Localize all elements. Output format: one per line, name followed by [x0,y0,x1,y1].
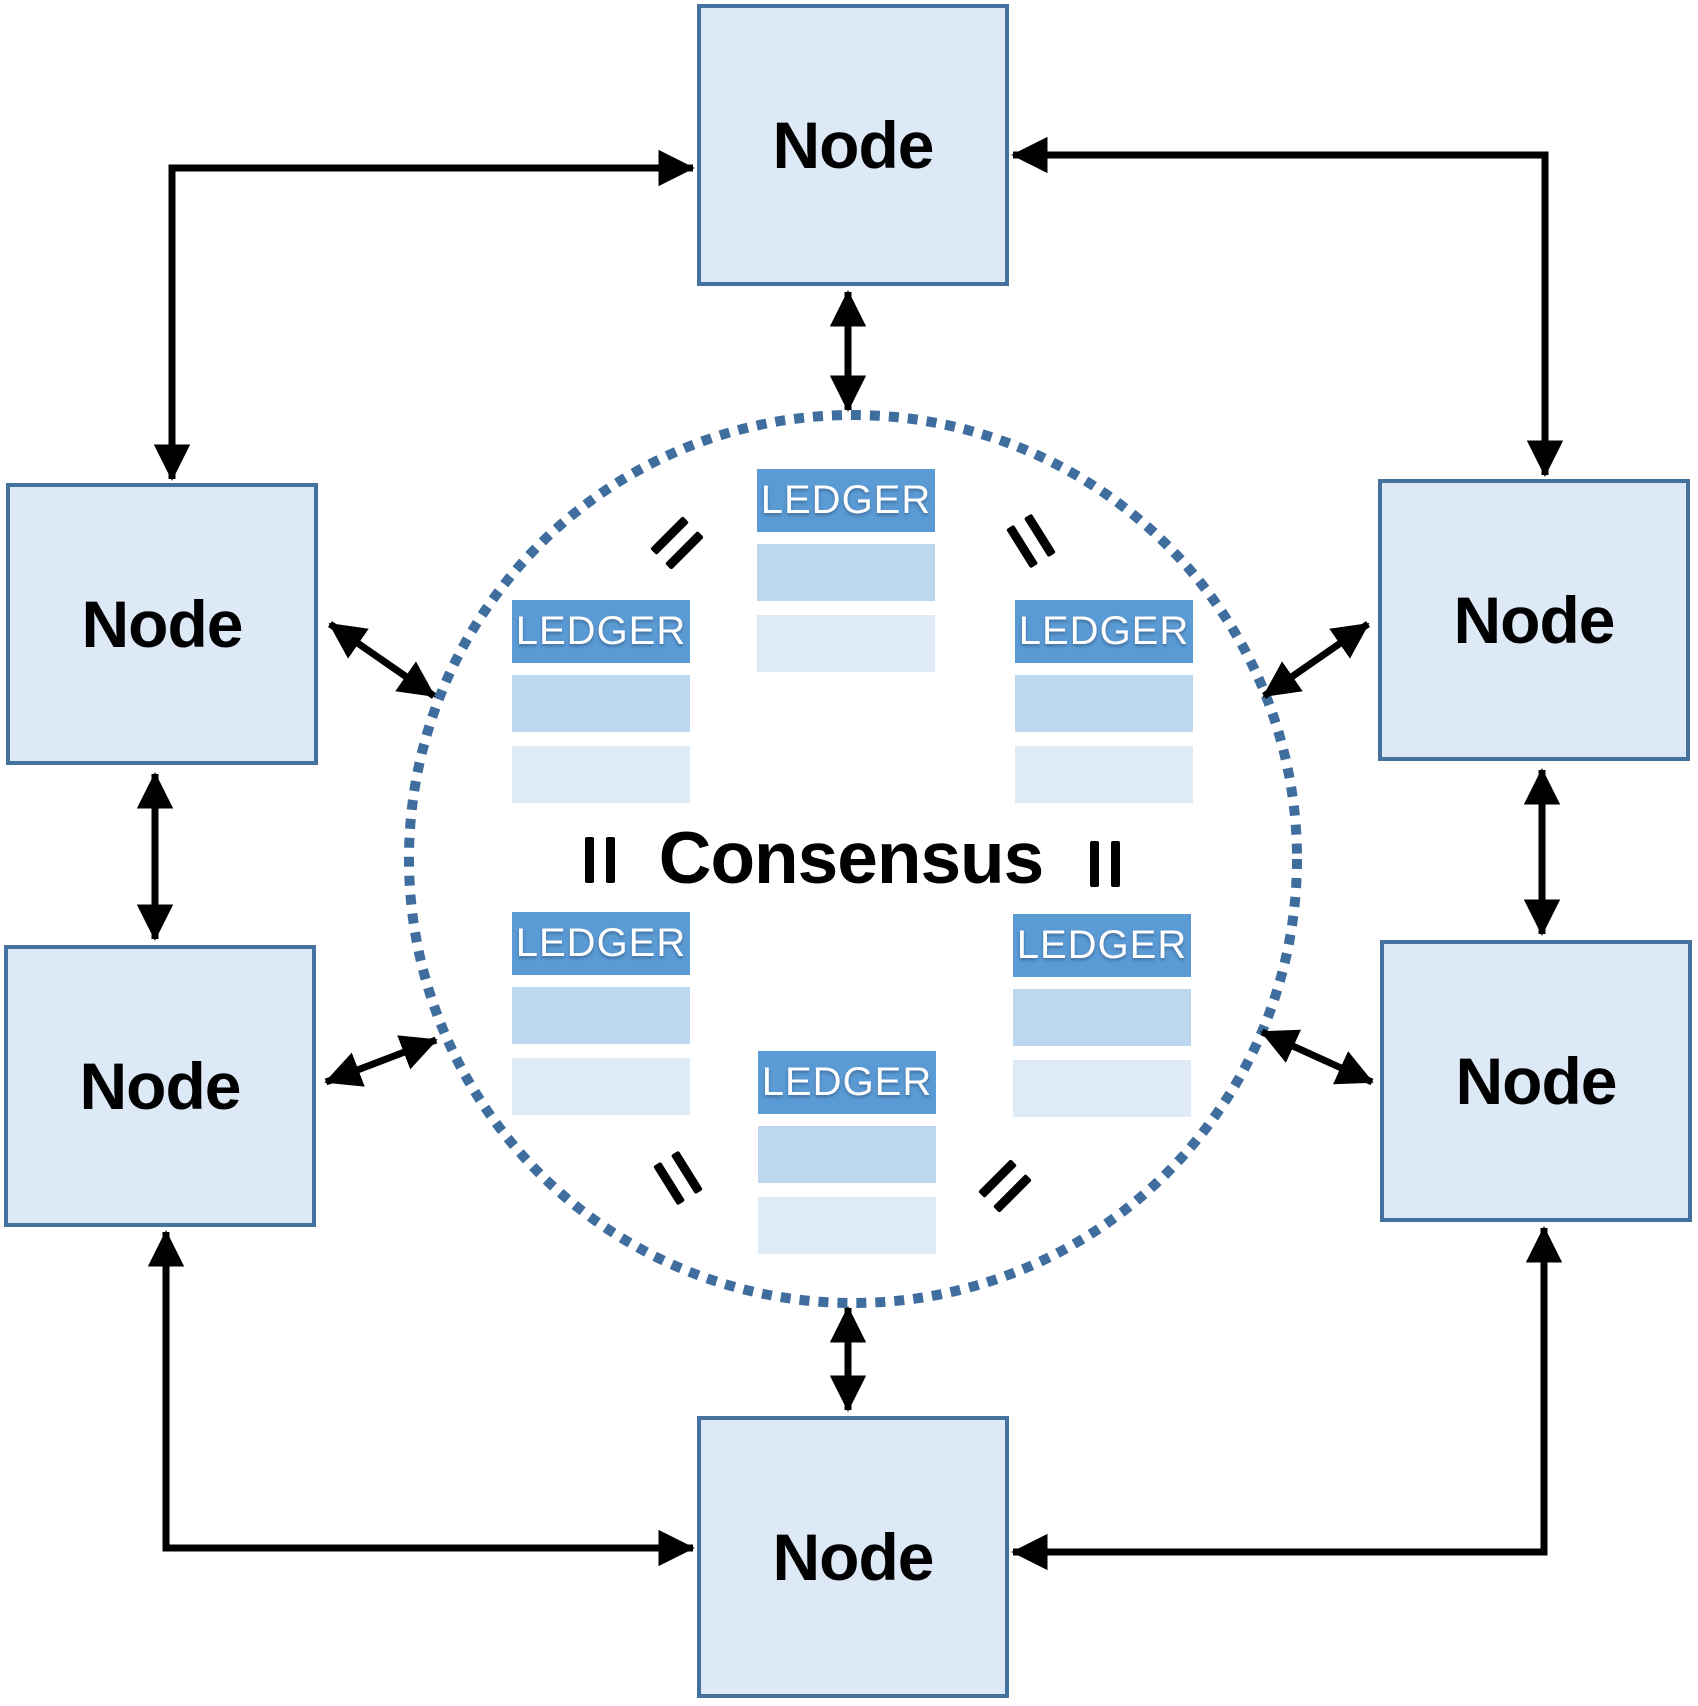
ledger-header: LEDGER [512,912,690,975]
consensus-circle [404,410,1302,1308]
equals-icon [585,837,615,883]
ledger-table-top: LEDGER [757,469,935,672]
ledger-row [758,1126,936,1183]
ledger-table-lower-right: LEDGER [1013,914,1191,1117]
ledger-row [512,746,690,803]
ledger-row [1015,675,1193,732]
ledger-row [757,544,935,601]
ledger-table-upper-left: LEDGER [512,600,690,803]
ledger-row [1013,989,1191,1046]
ledger-header: LEDGER [757,469,935,532]
node-box-top: Node [697,4,1009,286]
node-label: Node [772,108,935,182]
node-label: Node [1453,583,1616,657]
arrow-upper-left-node-circle [328,621,436,699]
node-label: Node [79,1049,242,1123]
equals-bar [1111,841,1120,887]
node-box-bottom: Node [697,1416,1009,1698]
arrow-lower-right-node-circle [1260,1028,1374,1086]
arrow-upper-left-corner [153,149,695,481]
node-label: Node [772,1520,935,1594]
arrow-lower-right-corner [1011,1226,1563,1571]
equals-bar [585,837,594,883]
ledger-table-bottom: LEDGER [758,1051,936,1254]
ledger-row [757,615,935,672]
node-box-upper-right: Node [1378,479,1690,761]
arrow-lower-left-node-circle [324,1035,438,1087]
ledger-table-upper-right: LEDGER [1015,600,1193,803]
consensus-label: Consensus [658,817,1044,899]
arrow-upper-right-corner [1011,136,1564,477]
ledger-row [512,1058,690,1115]
ledger-row [1015,746,1193,803]
equals-bar [1090,841,1099,887]
ledger-row [758,1197,936,1254]
node-label: Node [81,587,244,661]
node-box-upper-left: Node [6,483,318,765]
ledger-row [512,675,690,732]
ledger-table-lower-left: LEDGER [512,912,690,1115]
arrow-lower-left-corner [147,1230,695,1567]
ledger-row [512,987,690,1044]
ledger-header: LEDGER [512,600,690,663]
node-label: Node [1455,1044,1618,1118]
equals-icon [1090,841,1120,887]
equals-bar [606,837,615,883]
ledger-header: LEDGER [758,1051,936,1114]
arrow-upper-right-node-circle [1262,621,1370,699]
ledger-header: LEDGER [1015,600,1193,663]
node-box-lower-left: Node [4,945,316,1227]
ledger-row [1013,1060,1191,1117]
ledger-header: LEDGER [1013,914,1191,977]
node-box-lower-right: Node [1380,940,1692,1222]
